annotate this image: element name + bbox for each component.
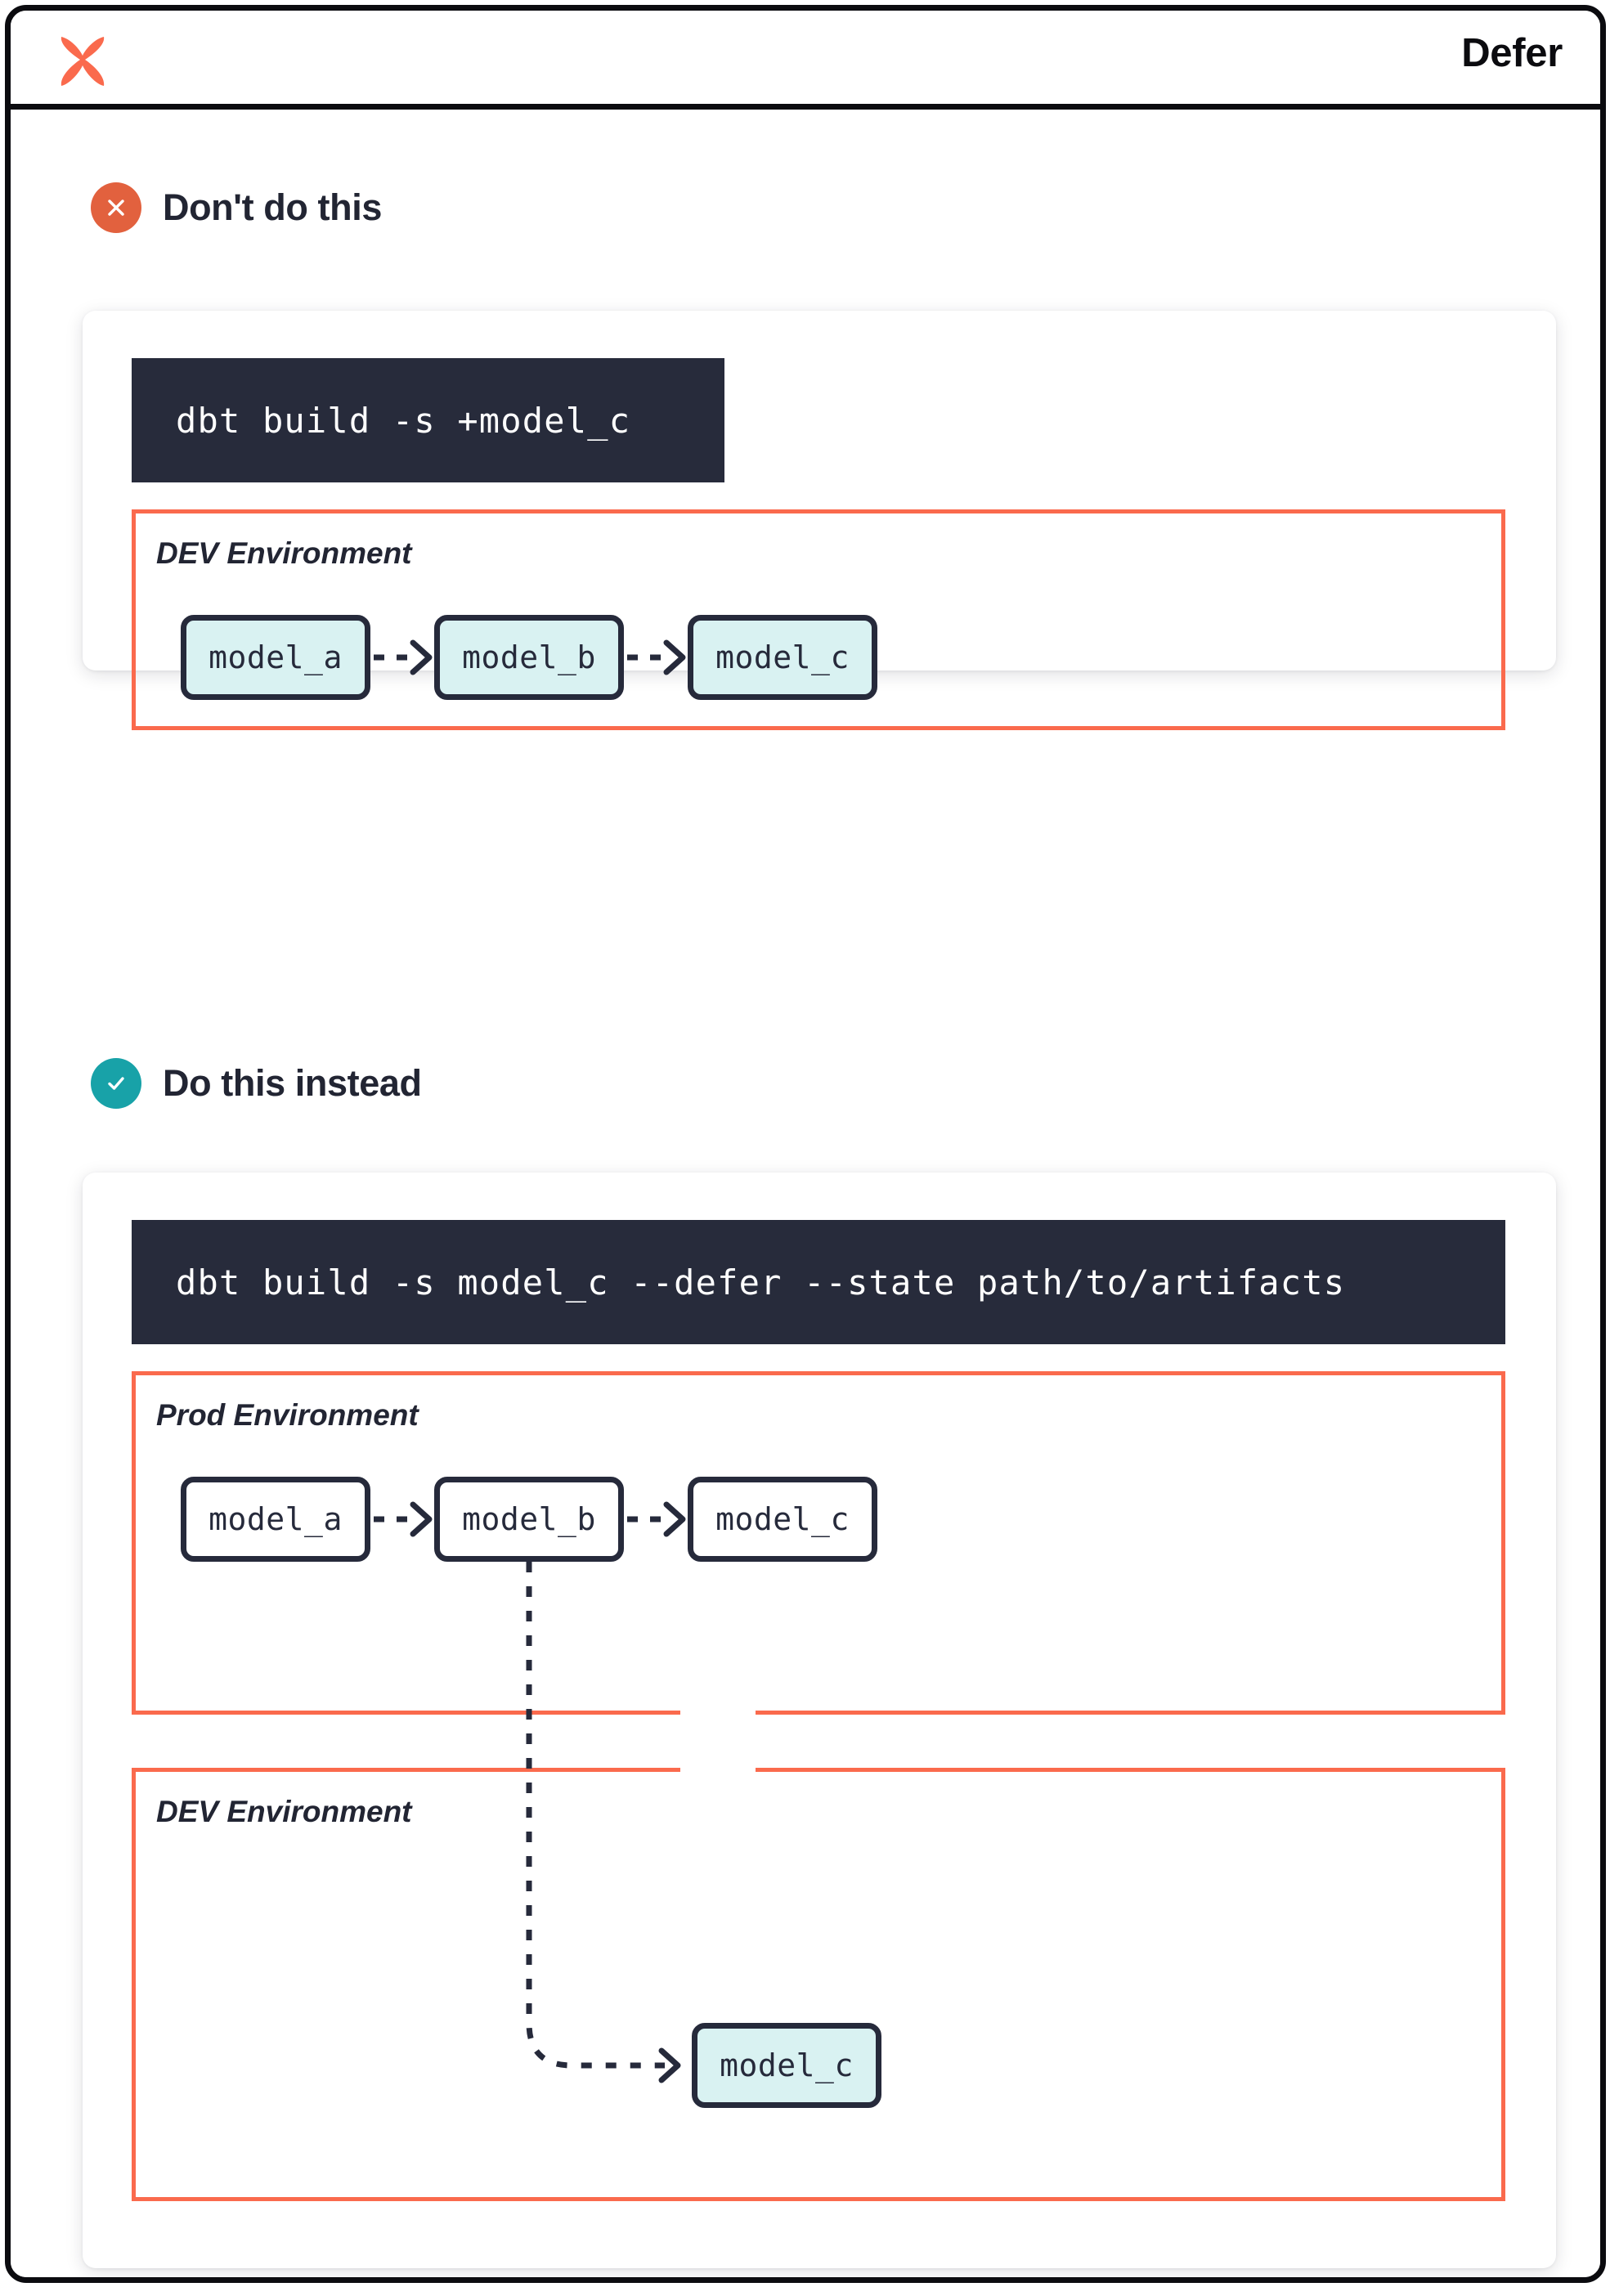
model-node-a[interactable]: model_a — [181, 615, 370, 700]
env-box-prod-bottom-right — [756, 1711, 1505, 1715]
env-box-dev-2 — [132, 1768, 1505, 2201]
card-do: dbt build -s model_c --defer --state pat… — [83, 1173, 1556, 2268]
section-title-do: Do this instead — [163, 1062, 422, 1104]
env-label-prod: Prod Environment — [156, 1398, 419, 1432]
code-text-dont: dbt build -s +model_c — [176, 400, 631, 441]
env-box-prod-bottom-left — [132, 1711, 680, 1715]
model-node-prod-a[interactable]: model_a — [181, 1477, 370, 1562]
model-label: model_c — [715, 639, 850, 675]
window-frame: Defer Don't do this dbt build -s +model_… — [5, 5, 1606, 2283]
env-box-dev-1 — [132, 509, 1505, 730]
env-label-dev-1: DEV Environment — [156, 536, 412, 570]
code-block-dont: dbt build -s +model_c — [132, 358, 724, 482]
env-box-dev-2-top-left — [132, 1768, 680, 1772]
x-circle-icon — [91, 182, 141, 233]
model-node-dev-c[interactable]: model_c — [692, 2023, 881, 2108]
model-label: model_c — [720, 2047, 854, 2083]
dbt-logo-icon — [53, 34, 112, 89]
env-label-dev-2: DEV Environment — [156, 1795, 412, 1828]
model-node-b[interactable]: model_b — [434, 615, 624, 700]
model-label: model_a — [209, 639, 343, 675]
window-header: Defer — [11, 11, 1600, 110]
content-area: Don't do this dbt build -s +model_c DEV … — [11, 110, 1600, 2277]
model-label: model_b — [462, 1501, 596, 1537]
model-node-c[interactable]: model_c — [688, 615, 877, 700]
code-text-do: dbt build -s model_c --defer --state pat… — [176, 1262, 1346, 1303]
env-box-prod — [132, 1371, 1505, 1715]
model-label: model_c — [715, 1501, 850, 1537]
page-title: Defer — [1461, 31, 1563, 75]
card-dont: dbt build -s +model_c DEV Environment mo… — [83, 311, 1556, 730]
section-heading-do: Do this instead — [91, 1058, 422, 1109]
model-label: model_a — [209, 1501, 343, 1537]
model-node-prod-c[interactable]: model_c — [688, 1477, 877, 1562]
section-title-dont: Don't do this — [163, 186, 382, 228]
model-label: model_b — [462, 639, 596, 675]
section-heading-dont: Don't do this — [91, 182, 382, 233]
code-block-do: dbt build -s model_c --defer --state pat… — [132, 1220, 1505, 1344]
env-box-dev-2-top-right — [756, 1768, 1505, 1772]
check-circle-icon — [91, 1058, 141, 1109]
model-node-prod-b[interactable]: model_b — [434, 1477, 624, 1562]
